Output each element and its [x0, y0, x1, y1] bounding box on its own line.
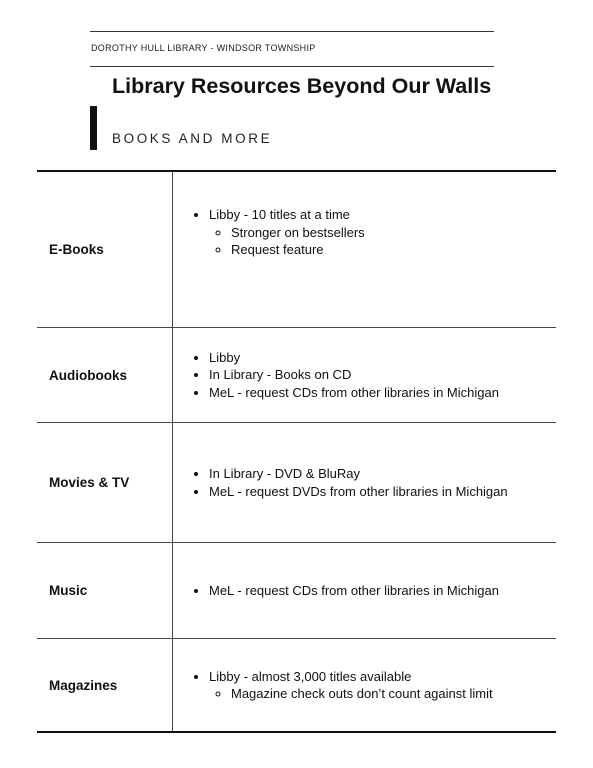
resource-details: MeL - request CDs from other libraries i… [173, 543, 557, 639]
table-row-magazines: Magazines Libby - almost 3,000 titles av… [37, 638, 557, 733]
title-accent-bar [90, 106, 97, 150]
header-top-rule [90, 31, 494, 32]
bullet-item: Libby [209, 349, 556, 367]
bullet-item: Libby - almost 3,000 titles available Ma… [209, 668, 556, 703]
bullet-item: In Library - DVD & BluRay [209, 465, 556, 483]
category-label: Audiobooks [37, 327, 173, 423]
category-label: Music [37, 542, 173, 639]
header-divider-rule [90, 66, 494, 67]
sub-bullet-item: Request feature [231, 241, 556, 259]
category-label: E-Books [37, 171, 173, 328]
bullet-list: Libby - 10 titles at a time Stronger on … [191, 206, 556, 259]
category-label: Movies & TV [37, 422, 173, 543]
resource-details: Libby In Library - Books on CD MeL - req… [173, 328, 557, 423]
bullet-item: MeL - request DVDs from other libraries … [209, 483, 556, 501]
bullet-text: Libby - almost 3,000 titles available [209, 668, 412, 684]
table-row-ebooks: E-Books Libby - 10 titles at a time Stro… [37, 171, 556, 328]
bullet-list: Libby - almost 3,000 titles available Ma… [191, 668, 556, 703]
table-row-music: Music MeL - request CDs from other libra… [37, 542, 557, 639]
library-name: DOROTHY HULL LIBRARY - WINDSOR TOWNSHIP [91, 43, 316, 53]
sub-bullet-item: Stronger on bestsellers [231, 224, 556, 242]
resource-details: In Library - DVD & BluRay MeL - request … [173, 423, 557, 543]
sub-bullet-list: Magazine check outs don’t count against … [209, 685, 556, 703]
page-title: Library Resources Beyond Our Walls [112, 74, 492, 98]
bullet-list: Libby In Library - Books on CD MeL - req… [191, 349, 556, 402]
bullet-item: Libby - 10 titles at a time Stronger on … [209, 206, 556, 259]
table-row-movies-tv: Movies & TV In Library - DVD & BluRay Me… [37, 422, 557, 543]
category-label: Magazines [37, 638, 173, 732]
bullet-list: MeL - request CDs from other libraries i… [191, 582, 556, 600]
page-subtitle: BOOKS AND MORE [112, 131, 273, 146]
sub-bullet-list: Stronger on bestsellers Request feature [209, 224, 556, 259]
table-row-audiobooks: Audiobooks Libby In Library - Books on C… [37, 327, 557, 423]
resources-table: E-Books Libby - 10 titles at a time Stro… [37, 170, 556, 733]
bullet-item: In Library - Books on CD [209, 366, 556, 384]
sub-bullet-item: Magazine check outs don’t count against … [231, 685, 556, 703]
resource-details: Libby - 10 titles at a time Stronger on … [173, 171, 557, 328]
bullet-list: In Library - DVD & BluRay MeL - request … [191, 465, 556, 500]
bullet-item: MeL - request CDs from other libraries i… [209, 384, 556, 402]
resource-details: Libby - almost 3,000 titles available Ma… [173, 639, 557, 733]
bullet-item: MeL - request CDs from other libraries i… [209, 582, 556, 600]
bullet-text: Libby - 10 titles at a time [209, 207, 350, 222]
